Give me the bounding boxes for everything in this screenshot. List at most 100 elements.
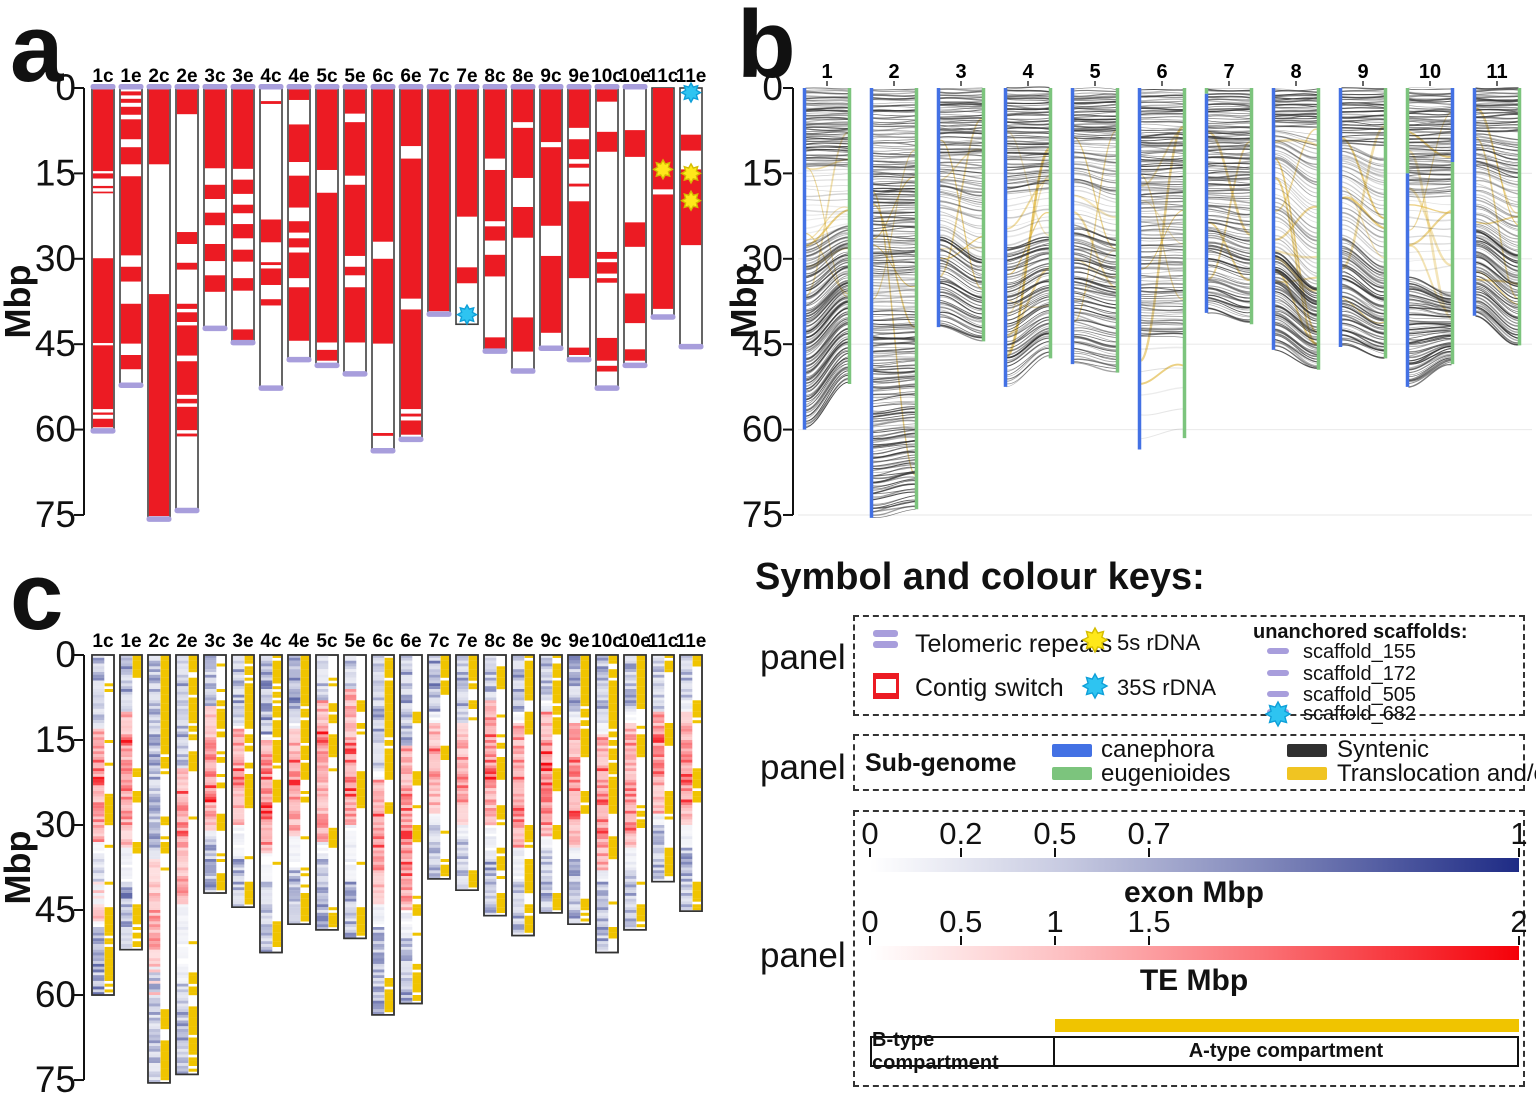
a-compartment-band	[300, 674, 310, 678]
syntenic-ribbon	[1408, 338, 1452, 351]
syntenic-ribbon	[872, 149, 916, 152]
heat-band	[176, 1037, 189, 1041]
heat-band	[428, 731, 441, 735]
syntenic-ribbon	[1274, 100, 1318, 102]
syntenic-ribbon	[872, 427, 916, 432]
contig-switch-segment	[400, 158, 422, 299]
a-compartment-band	[300, 740, 310, 743]
heat-band	[148, 782, 161, 786]
syntenic-ribbon	[1006, 251, 1050, 265]
a-compartment-band	[524, 674, 534, 678]
heat-band	[456, 737, 469, 741]
heat-band	[288, 859, 301, 862]
syntenic-ribbon	[1475, 140, 1519, 148]
heat-band	[428, 734, 441, 738]
heat-band	[372, 689, 385, 692]
syntenic-ribbon	[1274, 205, 1318, 239]
syntenic-ribbon	[1475, 225, 1519, 251]
heat-band	[400, 963, 413, 967]
a-compartment-band	[160, 765, 170, 769]
a-compartment-band	[552, 672, 562, 675]
heat-band	[568, 742, 581, 746]
heat-band	[568, 890, 581, 894]
syntenic-ribbon	[1207, 157, 1251, 160]
syntenic-ribbon	[1140, 110, 1184, 113]
syntenic-ribbon	[872, 416, 916, 423]
syntenic-ribbon	[1140, 98, 1184, 102]
a-compartment-band	[496, 864, 506, 868]
heat-band	[624, 728, 637, 732]
a-compartment-band	[608, 836, 618, 840]
syntenic-ribbon	[939, 311, 983, 329]
heat-band	[232, 816, 245, 820]
contig-switch-segment	[484, 226, 506, 241]
heat-band	[372, 836, 385, 840]
a-compartment-band	[216, 813, 226, 817]
a-compartment-band	[272, 708, 282, 712]
contig-switch-segment	[260, 262, 282, 266]
chromosome-outline-overlay	[539, 654, 563, 914]
a-compartment-band	[608, 680, 618, 684]
a-compartment-band	[384, 980, 394, 984]
heat-band	[540, 799, 553, 803]
heat-band	[148, 771, 161, 775]
a-compartment-band	[188, 768, 198, 772]
heat-band	[344, 759, 357, 763]
heat-band	[288, 802, 301, 806]
heat-band	[148, 799, 161, 803]
heat-band	[260, 833, 273, 837]
syntenic-ribbon	[1274, 194, 1318, 223]
syntenic-ribbon	[805, 165, 849, 168]
heat-band	[400, 975, 413, 979]
a-compartment-band	[104, 808, 114, 811]
syntenic-ribbon	[1207, 196, 1251, 199]
heat-band	[176, 1020, 189, 1024]
heat-band	[344, 765, 357, 769]
heat-band	[204, 748, 217, 752]
syntenic-ribbon	[872, 359, 916, 364]
heat-band	[596, 745, 609, 749]
heat-band	[204, 697, 217, 701]
heat-band	[120, 694, 133, 698]
syntenic-ribbon	[1274, 187, 1318, 219]
a-compartment-band	[356, 723, 366, 726]
heat-band	[148, 969, 161, 973]
y-axis-tick-label: 60	[35, 409, 76, 450]
heat-band	[232, 720, 245, 724]
a-compartment-band	[580, 655, 590, 658]
syntenic-ribbon	[872, 327, 916, 331]
heat-band	[596, 677, 609, 681]
heat-band	[176, 779, 189, 783]
a-compartment-band	[496, 771, 506, 775]
a-compartment-band	[356, 700, 366, 704]
syntenic-ribbon	[1341, 338, 1385, 352]
a-compartment-band	[524, 683, 534, 687]
a-compartment-band	[328, 751, 338, 755]
heat-band	[316, 694, 329, 698]
heat-band	[176, 1046, 189, 1049]
a-compartment-band	[188, 683, 198, 687]
a-compartment-band	[132, 796, 142, 800]
chromosome-outline-overlay	[567, 654, 591, 925]
syntenic-ribbon	[1341, 186, 1385, 210]
heat-band	[344, 873, 357, 877]
heat-band	[232, 759, 245, 763]
heat-band	[568, 660, 581, 664]
syntenic-ribbon	[1475, 245, 1519, 273]
chromosome-label: 6c	[372, 631, 394, 652]
syntenic-ribbon	[1341, 90, 1385, 93]
syntenic-ribbon	[805, 129, 849, 133]
syntenic-ribbon	[1274, 285, 1318, 317]
a-compartment-band	[272, 706, 282, 709]
heat-band	[260, 754, 273, 758]
heat-band	[624, 717, 637, 721]
heat-band	[120, 771, 133, 775]
syntenic-ribbon	[939, 178, 983, 185]
heat-band	[596, 768, 609, 772]
heat-band	[148, 992, 161, 996]
heat-band	[568, 887, 581, 891]
syntenic-ribbon	[939, 257, 983, 279]
heat-band	[316, 893, 329, 896]
heat-band	[120, 904, 133, 908]
